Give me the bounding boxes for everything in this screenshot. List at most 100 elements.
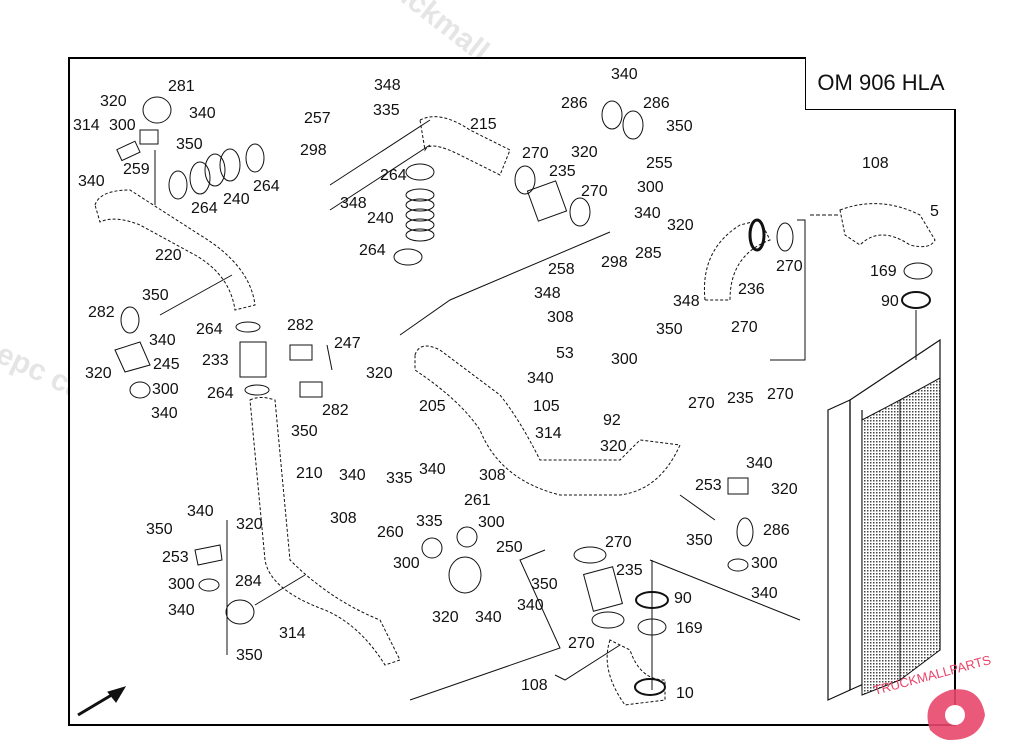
part-label[interactable]: 340 bbox=[149, 332, 176, 349]
part-label[interactable]: 348 bbox=[673, 293, 700, 310]
part-label[interactable]: 169 bbox=[870, 263, 897, 280]
part-label[interactable]: 308 bbox=[479, 467, 506, 484]
part-label[interactable]: 340 bbox=[189, 105, 216, 122]
part-label[interactable]: 264 bbox=[196, 321, 223, 338]
part-label[interactable]: 90 bbox=[881, 293, 899, 310]
part-label[interactable]: 350 bbox=[686, 532, 713, 549]
part-label[interactable]: 300 bbox=[152, 381, 179, 398]
part-label[interactable]: 270 bbox=[522, 145, 549, 162]
part-label[interactable]: 300 bbox=[751, 555, 778, 572]
part-label[interactable]: 259 bbox=[123, 161, 150, 178]
part-label[interactable]: 105 bbox=[533, 398, 560, 415]
part-label[interactable]: 205 bbox=[419, 398, 446, 415]
part-label[interactable]: 340 bbox=[751, 585, 778, 602]
part-label[interactable]: 314 bbox=[279, 625, 306, 642]
part-label[interactable]: 340 bbox=[634, 205, 661, 222]
part-label[interactable]: 350 bbox=[531, 576, 558, 593]
part-label[interactable]: 282 bbox=[287, 317, 314, 334]
part-label[interactable]: 350 bbox=[176, 136, 203, 153]
part-label[interactable]: 340 bbox=[475, 609, 502, 626]
part-label[interactable]: 320 bbox=[600, 438, 627, 455]
part-label[interactable]: 298 bbox=[300, 142, 327, 159]
part-label[interactable]: 298 bbox=[601, 254, 628, 271]
part-label[interactable]: 281 bbox=[168, 78, 195, 95]
part-label[interactable]: 320 bbox=[100, 93, 127, 110]
part-label[interactable]: 335 bbox=[386, 470, 413, 487]
part-label[interactable]: 308 bbox=[547, 309, 574, 326]
part-label[interactable]: 92 bbox=[603, 412, 621, 429]
part-label[interactable]: 335 bbox=[373, 102, 400, 119]
part-label[interactable]: 300 bbox=[611, 351, 638, 368]
part-label[interactable]: 270 bbox=[767, 386, 794, 403]
part-label[interactable]: 282 bbox=[322, 402, 349, 419]
part-label[interactable]: 300 bbox=[109, 117, 136, 134]
part-label[interactable]: 320 bbox=[432, 609, 459, 626]
part-label[interactable]: 108 bbox=[521, 677, 548, 694]
part-label[interactable]: 235 bbox=[549, 163, 576, 180]
part-label[interactable]: 300 bbox=[168, 576, 195, 593]
part-label[interactable]: 247 bbox=[334, 335, 361, 352]
part-label[interactable]: 286 bbox=[643, 95, 670, 112]
part-label[interactable]: 108 bbox=[862, 155, 889, 172]
part-label[interactable]: 270 bbox=[731, 319, 758, 336]
part-label[interactable]: 210 bbox=[296, 465, 323, 482]
part-label[interactable]: 314 bbox=[535, 425, 562, 442]
part-label[interactable]: 350 bbox=[142, 287, 169, 304]
part-label[interactable]: 340 bbox=[419, 461, 446, 478]
part-label[interactable]: 350 bbox=[291, 423, 318, 440]
part-label[interactable]: 314 bbox=[73, 117, 100, 134]
part-label[interactable]: 270 bbox=[568, 635, 595, 652]
part-label[interactable]: 235 bbox=[727, 390, 754, 407]
part-label[interactable]: 10 bbox=[676, 685, 694, 702]
part-label[interactable]: 261 bbox=[464, 492, 491, 509]
part-label[interactable]: 169 bbox=[676, 620, 703, 637]
part-label[interactable]: 250 bbox=[496, 539, 523, 556]
part-label[interactable]: 300 bbox=[637, 179, 664, 196]
part-label[interactable]: 286 bbox=[561, 95, 588, 112]
part-label[interactable]: 235 bbox=[616, 562, 643, 579]
part-label[interactable]: 300 bbox=[393, 555, 420, 572]
part-label[interactable]: 348 bbox=[534, 285, 561, 302]
part-label[interactable]: 285 bbox=[635, 245, 662, 262]
part-label[interactable]: 340 bbox=[78, 173, 105, 190]
part-label[interactable]: 257 bbox=[304, 110, 331, 127]
part-label[interactable]: 90 bbox=[674, 590, 692, 607]
part-label[interactable]: 340 bbox=[339, 467, 366, 484]
part-label[interactable]: 320 bbox=[771, 481, 798, 498]
part-label[interactable]: 240 bbox=[367, 210, 394, 227]
part-label[interactable]: 53 bbox=[556, 345, 574, 362]
part-label[interactable]: 245 bbox=[153, 356, 180, 373]
part-label[interactable]: 335 bbox=[416, 513, 443, 530]
part-label[interactable]: 253 bbox=[162, 549, 189, 566]
part-label[interactable]: 270 bbox=[581, 183, 608, 200]
part-label[interactable]: 282 bbox=[88, 304, 115, 321]
part-label[interactable]: 340 bbox=[527, 370, 554, 387]
part-label[interactable]: 260 bbox=[377, 524, 404, 541]
part-label[interactable]: 220 bbox=[155, 247, 182, 264]
part-label[interactable]: 348 bbox=[340, 195, 367, 212]
part-label[interactable]: 340 bbox=[187, 503, 214, 520]
part-label[interactable]: 348 bbox=[374, 77, 401, 94]
part-label[interactable]: 264 bbox=[253, 178, 280, 195]
part-label[interactable]: 236 bbox=[738, 281, 765, 298]
part-label[interactable]: 270 bbox=[605, 534, 632, 551]
part-label[interactable]: 5 bbox=[930, 203, 939, 220]
part-label[interactable]: 340 bbox=[151, 405, 178, 422]
part-label[interactable]: 264 bbox=[359, 242, 386, 259]
part-label[interactable]: 350 bbox=[236, 647, 263, 664]
part-label[interactable]: 320 bbox=[667, 217, 694, 234]
part-label[interactable]: 350 bbox=[146, 521, 173, 538]
part-label[interactable]: 270 bbox=[688, 395, 715, 412]
part-label[interactable]: 215 bbox=[470, 116, 497, 133]
part-label[interactable]: 240 bbox=[223, 191, 250, 208]
part-label[interactable]: 255 bbox=[646, 155, 673, 172]
part-label[interactable]: 253 bbox=[695, 477, 722, 494]
part-label[interactable]: 264 bbox=[191, 200, 218, 217]
part-label[interactable]: 300 bbox=[478, 514, 505, 531]
part-label[interactable]: 308 bbox=[330, 510, 357, 527]
part-label[interactable]: 258 bbox=[548, 261, 575, 278]
part-label[interactable]: 320 bbox=[85, 365, 112, 382]
part-label[interactable]: 270 bbox=[776, 258, 803, 275]
part-label[interactable]: 264 bbox=[207, 385, 234, 402]
part-label[interactable]: 350 bbox=[666, 118, 693, 135]
